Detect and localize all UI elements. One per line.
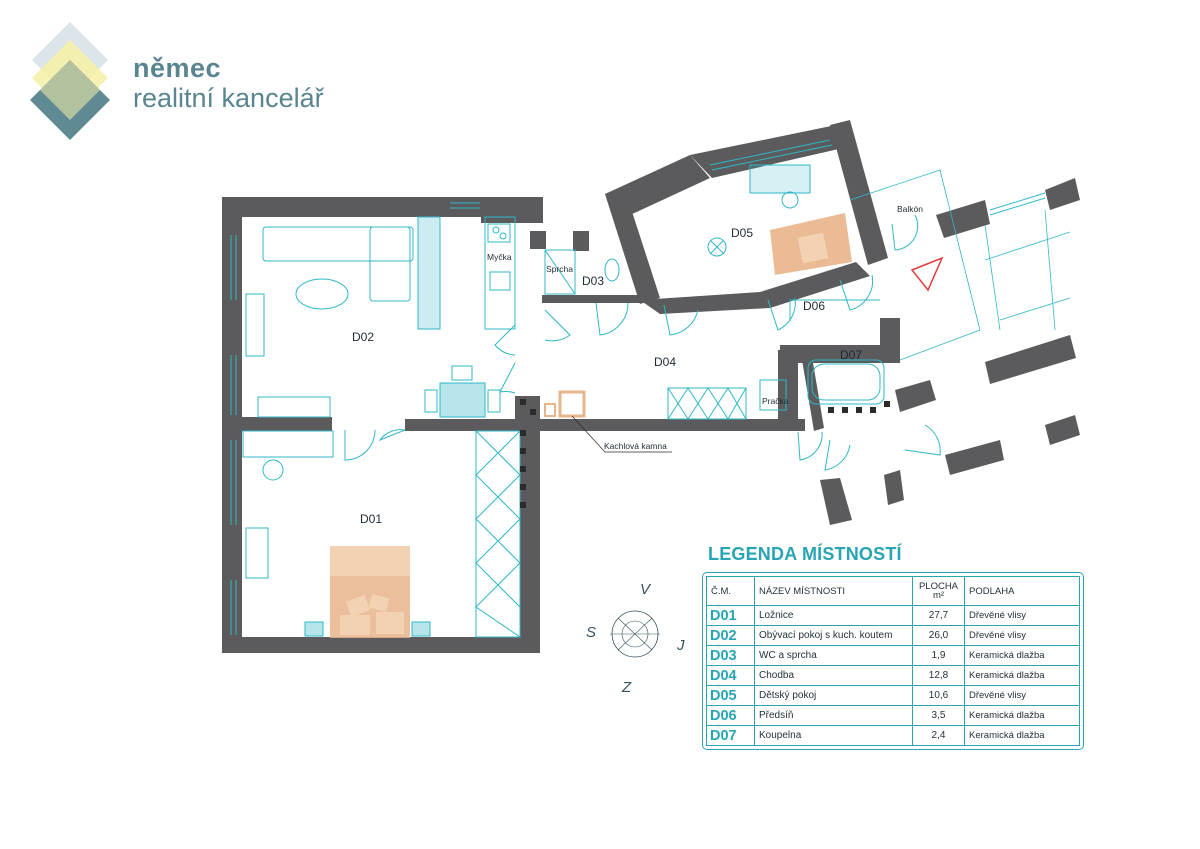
legend-room-name: Ložnice xyxy=(754,605,913,626)
legend-table: Č.M. NÁZEV MÍSTNOSTI PLOCHA m² PODLAHA D… xyxy=(706,576,1080,746)
compass-east: J xyxy=(676,637,685,654)
legend-floor: Keramická dlažba xyxy=(964,665,1080,686)
company-logo xyxy=(30,22,110,140)
furniture xyxy=(242,164,885,638)
room-label-d05: D05 xyxy=(731,226,753,240)
legend-room-name: WC a sprcha xyxy=(754,645,913,666)
legend-header-area-label: PLOCHA xyxy=(918,581,959,592)
legend-header-area-unit: m² xyxy=(932,590,945,601)
legend-header-name: NÁZEV MÍSTNOSTI xyxy=(754,576,913,606)
washer-label: Pračka xyxy=(762,396,789,406)
legend-row: D04 Chodba 12,8 Keramická dlažba xyxy=(706,665,1080,686)
legend-row: D05 Dětský pokoj 10,6 Dřevěné vlisy xyxy=(706,685,1080,706)
doors xyxy=(344,214,941,471)
compass-north: V xyxy=(640,581,652,598)
balcony-label: Balkón xyxy=(897,204,923,214)
legend-code: D01 xyxy=(706,605,755,626)
legend-row: D01 Ložnice 27,7 Dřevěné vlisy xyxy=(706,605,1080,626)
room-label-d01: D01 xyxy=(360,512,382,526)
legend-area: 1,9 xyxy=(912,645,965,666)
legend-header-code: Č.M. xyxy=(706,576,755,606)
dishwasher-label: Myčka xyxy=(487,252,512,262)
legend-area: 26,0 xyxy=(912,625,965,646)
legend-room-name: Koupelna xyxy=(754,725,913,746)
legend-room-name: Obývací pokoj s kuch. koutem xyxy=(754,625,913,646)
legend-header-area: PLOCHA m² xyxy=(912,576,965,606)
brand-subtitle: realitní kancelář xyxy=(133,83,324,113)
legend-title: LEGENDA MÍSTNOSTÍ xyxy=(708,544,902,564)
compass: V S J Z xyxy=(586,581,685,696)
entry-marker xyxy=(910,256,944,292)
beds xyxy=(330,213,852,638)
legend-header-row: Č.M. NÁZEV MÍSTNOSTI PLOCHA m² PODLAHA xyxy=(706,576,1080,606)
legend-floor: Dřevěné vlisy xyxy=(964,685,1080,706)
brand-name: němec xyxy=(133,53,222,83)
legend-header-floor: PODLAHA xyxy=(964,576,1080,606)
shower-label: Sprcha xyxy=(546,264,573,274)
legend-floor: Keramická dlažba xyxy=(964,725,1080,746)
legend-room-name: Chodba xyxy=(754,665,913,686)
legend-area: 12,8 xyxy=(912,665,965,686)
room-label-d04: D04 xyxy=(654,355,676,369)
brand: němec realitní kancelář xyxy=(133,53,324,113)
legend-area: 27,7 xyxy=(912,605,965,626)
room-label-d07: D07 xyxy=(840,348,862,362)
windows xyxy=(230,139,1046,635)
legend-code: D04 xyxy=(706,665,755,686)
columns xyxy=(520,399,890,508)
legend-row: D06 Předsíň 3,5 Keramická dlažba xyxy=(706,705,1080,726)
legend-room-name: Předsíň xyxy=(754,705,913,726)
room-label-d03: D03 xyxy=(582,274,604,288)
walls xyxy=(222,120,1080,653)
legend-code: D02 xyxy=(706,625,755,646)
legend-row: D02 Obývací pokoj s kuch. koutem 26,0 Dř… xyxy=(706,625,1080,646)
legend-area: 3,5 xyxy=(912,705,965,726)
legend-row: D07 Koupelna 2,4 Keramická dlažba xyxy=(706,725,1080,746)
legend-area: 10,6 xyxy=(912,685,965,706)
tiled-stove xyxy=(544,390,672,453)
compass-west: S xyxy=(586,624,596,641)
legend-floor: Keramická dlažba xyxy=(964,645,1080,666)
balcony-outline xyxy=(849,169,1071,361)
legend-code: D05 xyxy=(706,685,755,706)
legend-code: D06 xyxy=(706,705,755,726)
legend-room-name: Dětský pokoj xyxy=(754,685,913,706)
legend-floor: Dřevěné vlisy xyxy=(964,605,1080,626)
legend-floor: Dřevěné vlisy xyxy=(964,625,1080,646)
room-label-d02: D02 xyxy=(352,330,374,344)
stove-label: Kachlová kamna xyxy=(604,441,667,451)
legend-code: D03 xyxy=(706,645,755,666)
legend-row: D03 WC a sprcha 1,9 Keramická dlažba xyxy=(706,645,1080,666)
legend-area: 2,4 xyxy=(912,725,965,746)
room-label-d06: D06 xyxy=(803,299,825,313)
compass-south: Z xyxy=(621,679,632,696)
legend-floor: Keramická dlažba xyxy=(964,705,1080,726)
legend-code: D07 xyxy=(706,725,755,746)
room-legend: Č.M. NÁZEV MÍSTNOSTI PLOCHA m² PODLAHA D… xyxy=(702,572,1084,750)
